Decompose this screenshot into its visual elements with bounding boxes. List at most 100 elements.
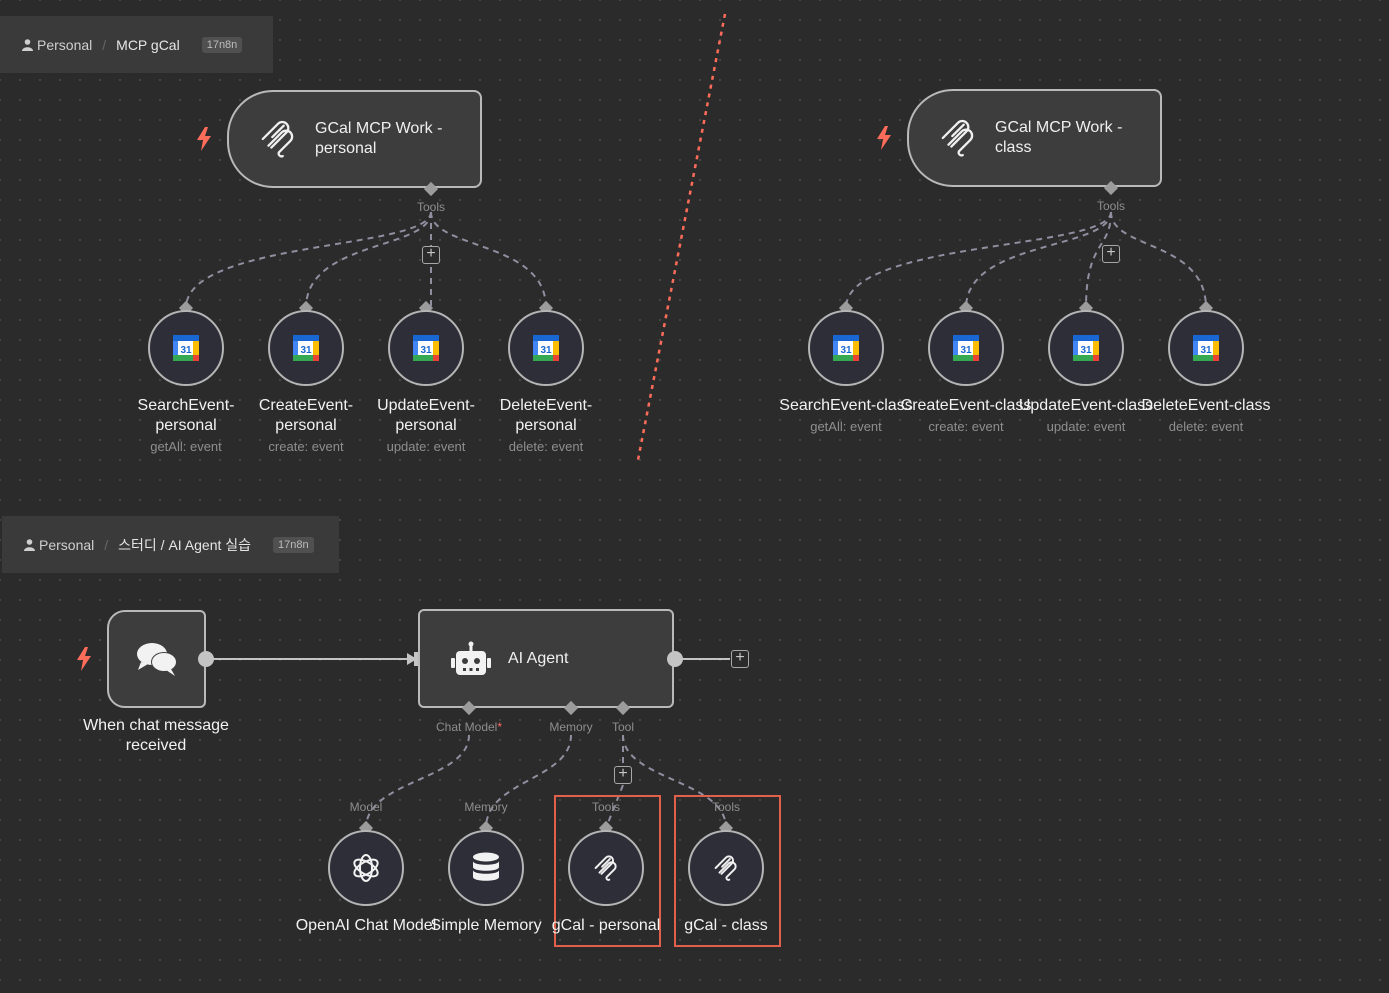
tool-name-line2: personal	[275, 417, 337, 434]
tool-node-delete-class[interactable]: 31	[1168, 310, 1244, 386]
mcp-trigger-personal-title-1: GCal MCP Work -	[315, 120, 443, 137]
simple-memory-label: Simple Memory	[430, 917, 542, 934]
chat-trigger-label: When chat message received	[83, 716, 229, 756]
tool-name-line2: personal	[395, 417, 457, 434]
mcp-icon	[594, 855, 617, 881]
tool-node-delete-personal[interactable]: 31	[508, 310, 584, 386]
add-tool-button[interactable]: +	[422, 246, 440, 264]
trigger-bolt-icon	[197, 127, 211, 151]
mcp-icon	[714, 855, 737, 881]
breadcrumb-owner[interactable]: Personal	[24, 537, 94, 553]
trigger-bolt-icon	[877, 126, 891, 150]
tool-name-line2: personal	[155, 417, 217, 434]
google-calendar-icon: 31	[533, 335, 559, 361]
svg-text:31: 31	[840, 345, 852, 356]
person-icon	[22, 38, 33, 51]
add-next-node-button[interactable]: +	[731, 650, 749, 668]
edge-memory	[485, 734, 572, 829]
memory-port-label: Memory	[549, 720, 593, 734]
tools-input-port-label: Tools	[711, 800, 741, 814]
edge-tools-update-class	[1085, 211, 1112, 309]
tools-input-port-label: Tools	[591, 800, 621, 814]
divider-line	[636, 13, 727, 461]
tool-node-search-personal[interactable]: 31	[148, 310, 224, 386]
edge-tools-delete-class	[1110, 211, 1207, 309]
svg-text:31: 31	[300, 345, 312, 356]
mcp-trigger-class-title-1: GCal MCP Work -	[995, 119, 1123, 136]
tool-label-delete-personal: DeleteEvent- personal	[500, 396, 593, 436]
gcal-class-node[interactable]	[688, 830, 764, 906]
tool-name-line1: CreateEvent-	[258, 397, 354, 414]
tool-node-create-personal[interactable]: 31	[268, 310, 344, 386]
tool-name-line1: DeleteEvent-	[499, 397, 593, 414]
edge-tool-class	[622, 734, 727, 829]
google-calendar-icon: 31	[833, 335, 859, 361]
model-port-label: Model	[349, 800, 383, 814]
tool-sub-delete-personal: delete: event	[508, 439, 584, 454]
breadcrumb-badge: 17n8n	[201, 36, 243, 53]
tool-sub-create-class: create: event	[928, 419, 1004, 434]
edge-tools-delete-personal	[430, 211, 547, 309]
breadcrumb-top: Personal / MCP gCal 17n8n	[0, 16, 273, 73]
breadcrumb-owner[interactable]: Personal	[22, 37, 92, 53]
tools-port-label: Tools	[416, 200, 446, 214]
openai-chat-model-node[interactable]	[328, 830, 404, 906]
tool-name-line1: UpdateEvent-	[377, 397, 475, 414]
ai-agent-node[interactable]: AI Agent	[418, 609, 674, 708]
ai-agent-title: AI Agent	[508, 649, 569, 667]
ai-agent-output-handle[interactable]	[667, 651, 683, 667]
add-tool-button[interactable]: +	[614, 766, 632, 784]
simple-memory-node[interactable]	[448, 830, 524, 906]
breadcrumb-workflow[interactable]: MCP gCal	[116, 36, 180, 53]
mcp-trigger-class[interactable]: GCal MCP Work - class	[907, 89, 1162, 187]
add-tool-button[interactable]: +	[1102, 245, 1120, 263]
tool-sub-delete-class: delete: event	[1168, 419, 1244, 434]
chat-model-port-text: Chat Model	[435, 720, 498, 734]
breadcrumb-workflow[interactable]: 스터디 / AI Agent 실습	[118, 536, 252, 553]
openai-chat-model-label: OpenAI Chat Model	[295, 917, 437, 934]
svg-text:31: 31	[540, 345, 552, 356]
svg-text:31: 31	[1200, 345, 1212, 356]
person-icon	[24, 538, 35, 551]
required-mark: *	[497, 720, 503, 734]
tool-sub-update-class: update: event	[1046, 419, 1126, 434]
tool-node-search-class[interactable]: 31	[808, 310, 884, 386]
mcp-trigger-personal[interactable]: GCal MCP Work - personal	[227, 90, 482, 188]
tool-node-update-personal[interactable]: 31	[388, 310, 464, 386]
svg-text:31: 31	[420, 345, 432, 356]
tools-port-label: Tools	[1096, 199, 1126, 213]
tool-label-update-personal: UpdateEvent- personal	[377, 396, 475, 436]
google-calendar-icon: 31	[1073, 335, 1099, 361]
breadcrumb-separator: /	[102, 36, 107, 53]
google-calendar-icon: 31	[413, 335, 439, 361]
tool-node-update-class[interactable]: 31	[1048, 310, 1124, 386]
tool-node-create-class[interactable]: 31	[928, 310, 1004, 386]
gcal-personal-node[interactable]	[568, 830, 644, 906]
svg-text:31: 31	[180, 345, 192, 356]
breadcrumb-owner-label: Personal	[37, 36, 93, 53]
tool-name-line2: personal	[515, 417, 577, 434]
chat-trigger-node[interactable]	[107, 610, 206, 708]
mcp-icon	[941, 119, 974, 157]
memory-input-port-label: Memory	[464, 800, 508, 814]
chat-model-port-label: Chat Model*	[436, 720, 502, 734]
highlight-box-gcal-personal	[554, 795, 661, 947]
edge-tools-search-class	[845, 211, 1112, 309]
database-icon	[473, 852, 499, 881]
trigger-bolt-icon	[77, 647, 91, 671]
breadcrumb-separator: /	[104, 536, 109, 553]
gcal-personal-label: gCal - personal	[551, 917, 661, 934]
robot-icon	[451, 641, 491, 675]
chat-trigger-output-handle[interactable]	[198, 651, 214, 667]
tool-sub-search-class: getAll: event	[810, 419, 882, 434]
breadcrumb-owner-label: Personal	[39, 536, 95, 553]
breadcrumb-bottom: Personal / 스터디 / AI Agent 실습 17n8n	[2, 516, 339, 573]
breadcrumb-badge: 17n8n	[273, 536, 314, 553]
tool-label-create-class: CreateEvent-class	[900, 397, 1032, 414]
tool-label-update-class: UpdateEvent-class	[1018, 397, 1154, 414]
openai-icon	[353, 854, 379, 882]
mcp-trigger-personal-title-2: personal	[315, 140, 377, 157]
google-calendar-icon: 31	[1193, 335, 1219, 361]
gcal-class-label: gCal - class	[684, 917, 768, 934]
